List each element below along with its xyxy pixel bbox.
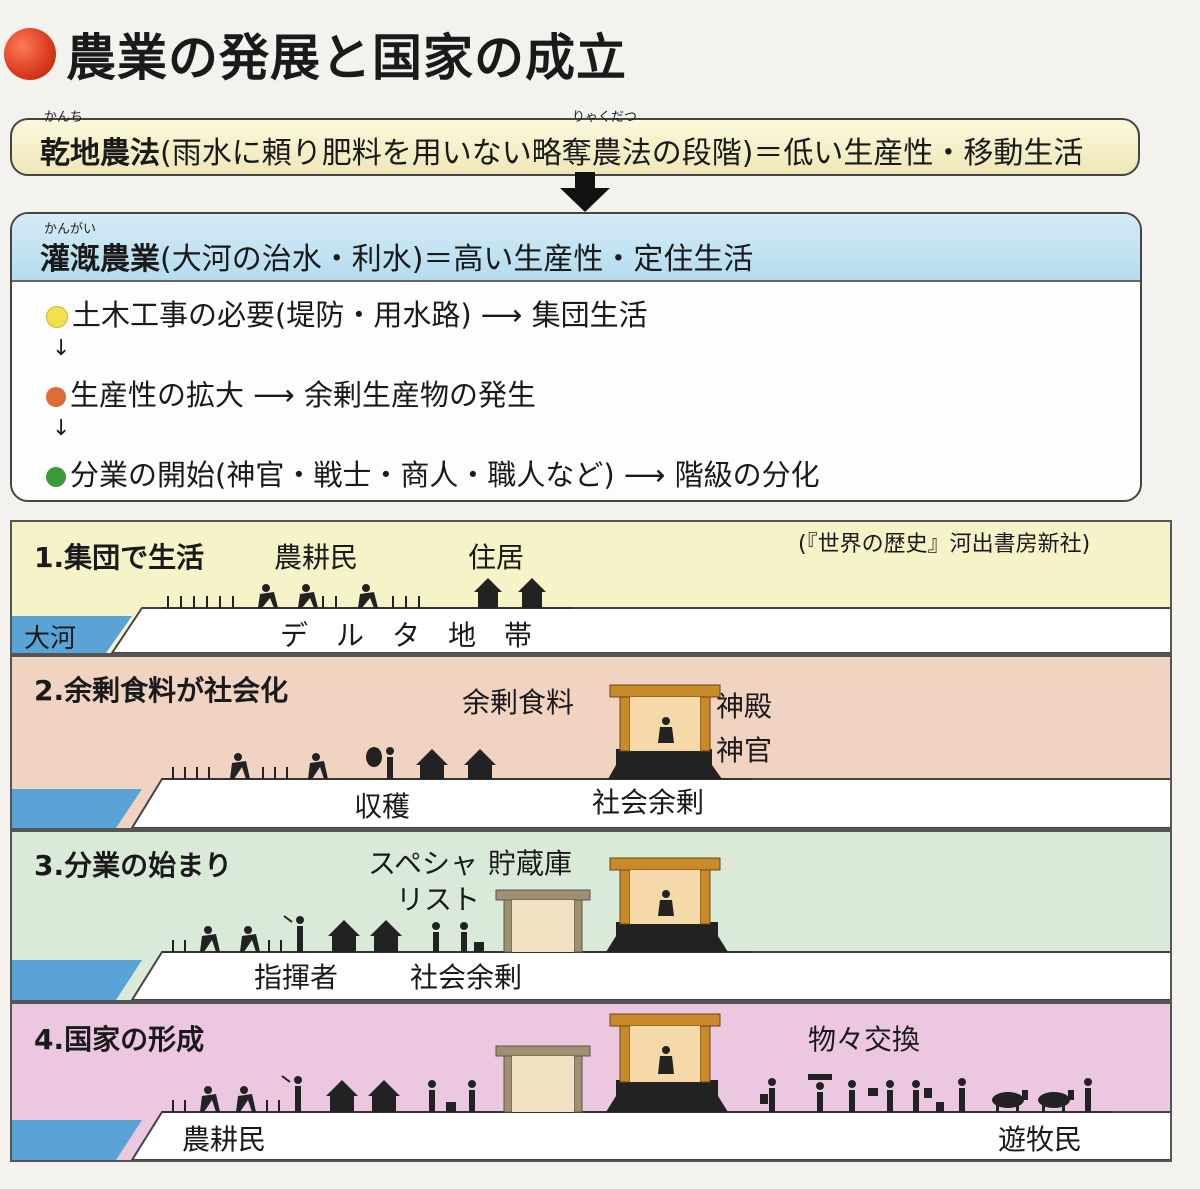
ruby-kanchi: かんち bbox=[44, 110, 84, 125]
right-arrow-icon: ⟶ bbox=[253, 378, 295, 412]
label-social-surplus: 社会余剰 bbox=[592, 786, 705, 819]
panel-1-scene bbox=[12, 578, 1170, 653]
title-bullet-icon bbox=[4, 28, 56, 80]
right-arrow-icon: ⟶ bbox=[480, 298, 523, 332]
label-farmers-4: 農耕民 bbox=[182, 1123, 267, 1156]
label-nomads: 遊牧民 bbox=[998, 1123, 1083, 1156]
irrigation-box bbox=[10, 212, 1142, 502]
page-title: 農業の発展と国家の成立 bbox=[66, 29, 627, 87]
label-dwelling: 住居 bbox=[468, 541, 525, 574]
right-arrow-icon: ⟶ bbox=[623, 458, 666, 492]
ruby-kangai: かんがい bbox=[44, 222, 97, 237]
step-3-text: 分業の開始(神官・戦士・商人・職人など) bbox=[70, 458, 615, 492]
panel-2-scene bbox=[12, 684, 1170, 828]
green-dot-icon bbox=[46, 467, 66, 487]
label-storehouse: 貯蔵庫 bbox=[488, 847, 573, 880]
irrigation-header bbox=[12, 214, 1140, 282]
step-2-text: 生産性の拡大 bbox=[70, 378, 245, 412]
panel-3-title: 3.分業の始まり bbox=[34, 849, 233, 882]
panel-4-title: 4.国家の形成 bbox=[34, 1023, 205, 1056]
step-1-result: 集団生活 bbox=[531, 298, 648, 332]
panel-1: 1.集団で生活 農耕民 住居 大河 デ ル タ 地 帯 (『世界の歴史』河出書房… bbox=[10, 520, 1172, 655]
step-down-arrow-icon: ↓ bbox=[52, 416, 71, 441]
panel-3-scene bbox=[12, 857, 1170, 1000]
step-2-result: 余剰生産物の発生 bbox=[304, 378, 537, 412]
step-3-result: 階級の分化 bbox=[674, 458, 820, 492]
label-social-surplus-3: 社会余剰 bbox=[410, 961, 523, 994]
dry-farming-desc: (雨水に頼り肥料を用いない略奪農法の段階)＝低い生産性・移動生活 bbox=[160, 136, 1084, 171]
label-priest: 神官 bbox=[716, 734, 773, 767]
label-specialist-1: スペシャ bbox=[368, 847, 479, 880]
yellow-dot-icon bbox=[46, 306, 68, 328]
step-1: 土木工事の必要(堤防・用水路) ⟶ 集団生活 bbox=[46, 292, 648, 334]
label-surplus-food: 余剰食料 bbox=[462, 686, 575, 719]
irrigation-desc: (大河の治水・利水)＝高い生産性・定住生活 bbox=[160, 242, 754, 277]
label-temple: 神殿 bbox=[716, 690, 773, 723]
label-harvest: 収穫 bbox=[354, 790, 411, 823]
panel-2-title: 2.余剰食料が社会化 bbox=[34, 674, 289, 707]
dry-farming-term: 乾地農法 bbox=[40, 136, 160, 171]
step-3: 分業の開始(神官・戦士・商人・職人など) ⟶ 階級の分化 bbox=[46, 452, 820, 494]
panel-1-title: 1.集団で生活 bbox=[34, 541, 205, 574]
label-commander: 指揮者 bbox=[254, 961, 339, 994]
ruby-ryakudatsu: りゃくだつ bbox=[572, 110, 638, 125]
label-delta: デ ル タ 地 帯 bbox=[280, 619, 533, 652]
irrigation-line: 灌漑農業(大河の治水・利水)＝高い生産性・定住生活 bbox=[40, 234, 753, 278]
step-1-text: 土木工事の必要(堤防・用水路) bbox=[72, 298, 472, 332]
down-arrow-icon bbox=[560, 172, 610, 212]
irrigation-term: 灌漑農業 bbox=[40, 242, 160, 277]
label-river: 大河 bbox=[24, 624, 77, 654]
orange-dot-icon bbox=[46, 387, 66, 407]
panel-2: 2.余剰食料が社会化 余剰食料 神殿 神官 収穫 社会余剰 bbox=[10, 655, 1172, 830]
panel-4-scene bbox=[12, 1013, 1170, 1160]
panel-3: 3.分業の始まり スペシャ リスト 貯蔵庫 指揮者 社会余剰 bbox=[10, 830, 1172, 1002]
dry-farming-line: 乾地農法(雨水に頼り肥料を用いない略奪農法の段階)＝低い生産性・移動生活 bbox=[40, 128, 1083, 172]
label-specialist-2: リスト bbox=[396, 883, 481, 916]
label-barter: 物々交換 bbox=[808, 1023, 921, 1056]
step-2: 生産性の拡大 ⟶ 余剰生産物の発生 bbox=[46, 372, 536, 414]
label-farmers: 農耕民 bbox=[274, 541, 359, 574]
step-down-arrow-icon: ↓ bbox=[52, 336, 71, 361]
panel-4: 4.国家の形成 物々交換 農耕民 遊牧民 bbox=[10, 1002, 1172, 1162]
source-citation: (『世界の歴史』河出書房新社) bbox=[798, 532, 1091, 557]
